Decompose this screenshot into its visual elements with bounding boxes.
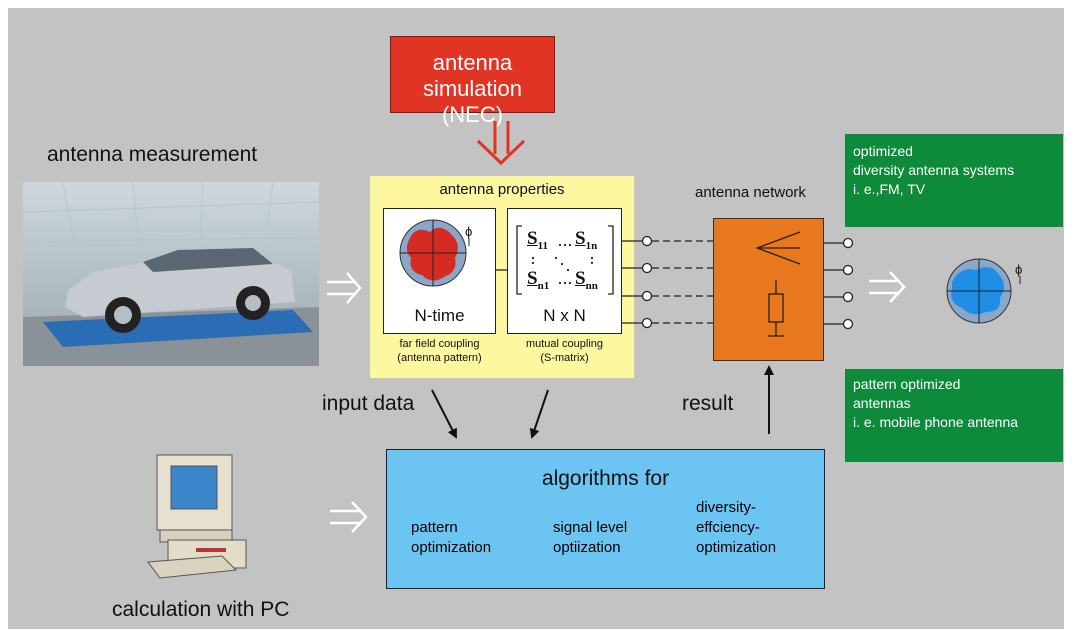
algorithm-signal-line2: optiization xyxy=(553,539,621,556)
s11-entry: S11 xyxy=(527,228,548,252)
s1n-entry: S1n xyxy=(575,228,598,252)
phi-label-result: ϕ xyxy=(1015,262,1023,277)
result-label: result xyxy=(682,392,734,415)
car-measurement-photo xyxy=(23,182,319,366)
algorithm-diversity-line3: optimization xyxy=(696,539,777,556)
output-ports xyxy=(824,237,854,330)
far-field-caption2: (antenna pattern) xyxy=(397,352,482,364)
mutual-caption2: (S-matrix) xyxy=(540,352,589,364)
algorithms-title: algorithms for xyxy=(541,467,670,490)
double-right-arrow-icon-measurement xyxy=(327,272,362,304)
s-matrix-brackets xyxy=(516,225,614,295)
mutual-coupling-box xyxy=(507,208,622,334)
antenna-pattern-icon xyxy=(399,219,470,287)
snn-entry: Snn xyxy=(575,268,598,292)
optimized-systems-box: optimized diversity antenna systems i. e… xyxy=(845,134,1063,227)
simulation-line1: antenna simulation xyxy=(422,50,523,101)
far-field-count: N-time xyxy=(414,306,465,325)
pattern-optimized-line2: antennas xyxy=(853,395,911,411)
input-arrow-left xyxy=(431,389,457,439)
input-arrow-right xyxy=(529,389,549,439)
double-down-arrow-icon xyxy=(476,121,526,166)
mutual-caption1: mutual coupling xyxy=(525,338,604,350)
optimized-line1: optimized xyxy=(853,143,913,159)
antenna-simulation-box: antenna simulation (NEC) xyxy=(390,36,555,127)
optimized-line2: diversity antenna systems xyxy=(853,162,1015,178)
simulation-line2: (NEC) xyxy=(441,102,504,127)
network-label: antenna network xyxy=(695,184,806,201)
network-circuit-icon xyxy=(755,231,801,337)
properties-title: antenna properties xyxy=(439,181,565,198)
algorithm-signal-line1: signal level xyxy=(553,519,628,536)
double-right-arrow-icon-result xyxy=(869,271,906,303)
algorithm-diversity-line2: effciency- xyxy=(696,519,760,536)
algorithm-diversity: diversity- effciency- optimization xyxy=(696,498,776,558)
mutual-count: N x N xyxy=(543,306,586,325)
antenna-network-box xyxy=(713,218,824,361)
calculation-label: calculation with PC xyxy=(112,598,290,621)
optimized-line3: i. e.,FM, TV xyxy=(853,181,926,197)
pattern-optimized-line1: pattern optimized xyxy=(853,376,961,392)
phi-label-far-field: ϕ xyxy=(465,224,473,239)
optimized-pattern-icon xyxy=(946,258,1021,324)
algorithms-box xyxy=(386,449,825,589)
sn1-entry: Sn1 xyxy=(527,268,550,292)
pattern-optimized-box: pattern optimized antennas i. e. mobile … xyxy=(845,369,1063,462)
pattern-optimized-line3: i. e. mobile phone antenna xyxy=(853,414,1019,430)
algorithm-diversity-line1: diversity- xyxy=(696,499,757,516)
computer-icon xyxy=(147,454,247,579)
algorithm-pattern-line1: pattern xyxy=(411,519,458,536)
far-field-caption1: far field coupling xyxy=(399,338,480,350)
algorithm-pattern: pattern optimization xyxy=(411,518,491,558)
algorithm-signal: signal level optiization xyxy=(553,518,627,558)
algorithm-pattern-line2: optimization xyxy=(411,539,492,556)
s-matrix-dots xyxy=(531,243,594,285)
port-connectors xyxy=(622,235,713,329)
measurement-label: antenna measurement xyxy=(47,143,258,166)
double-right-arrow-icon-pc xyxy=(330,501,368,533)
input-data-label: input data xyxy=(322,392,415,415)
